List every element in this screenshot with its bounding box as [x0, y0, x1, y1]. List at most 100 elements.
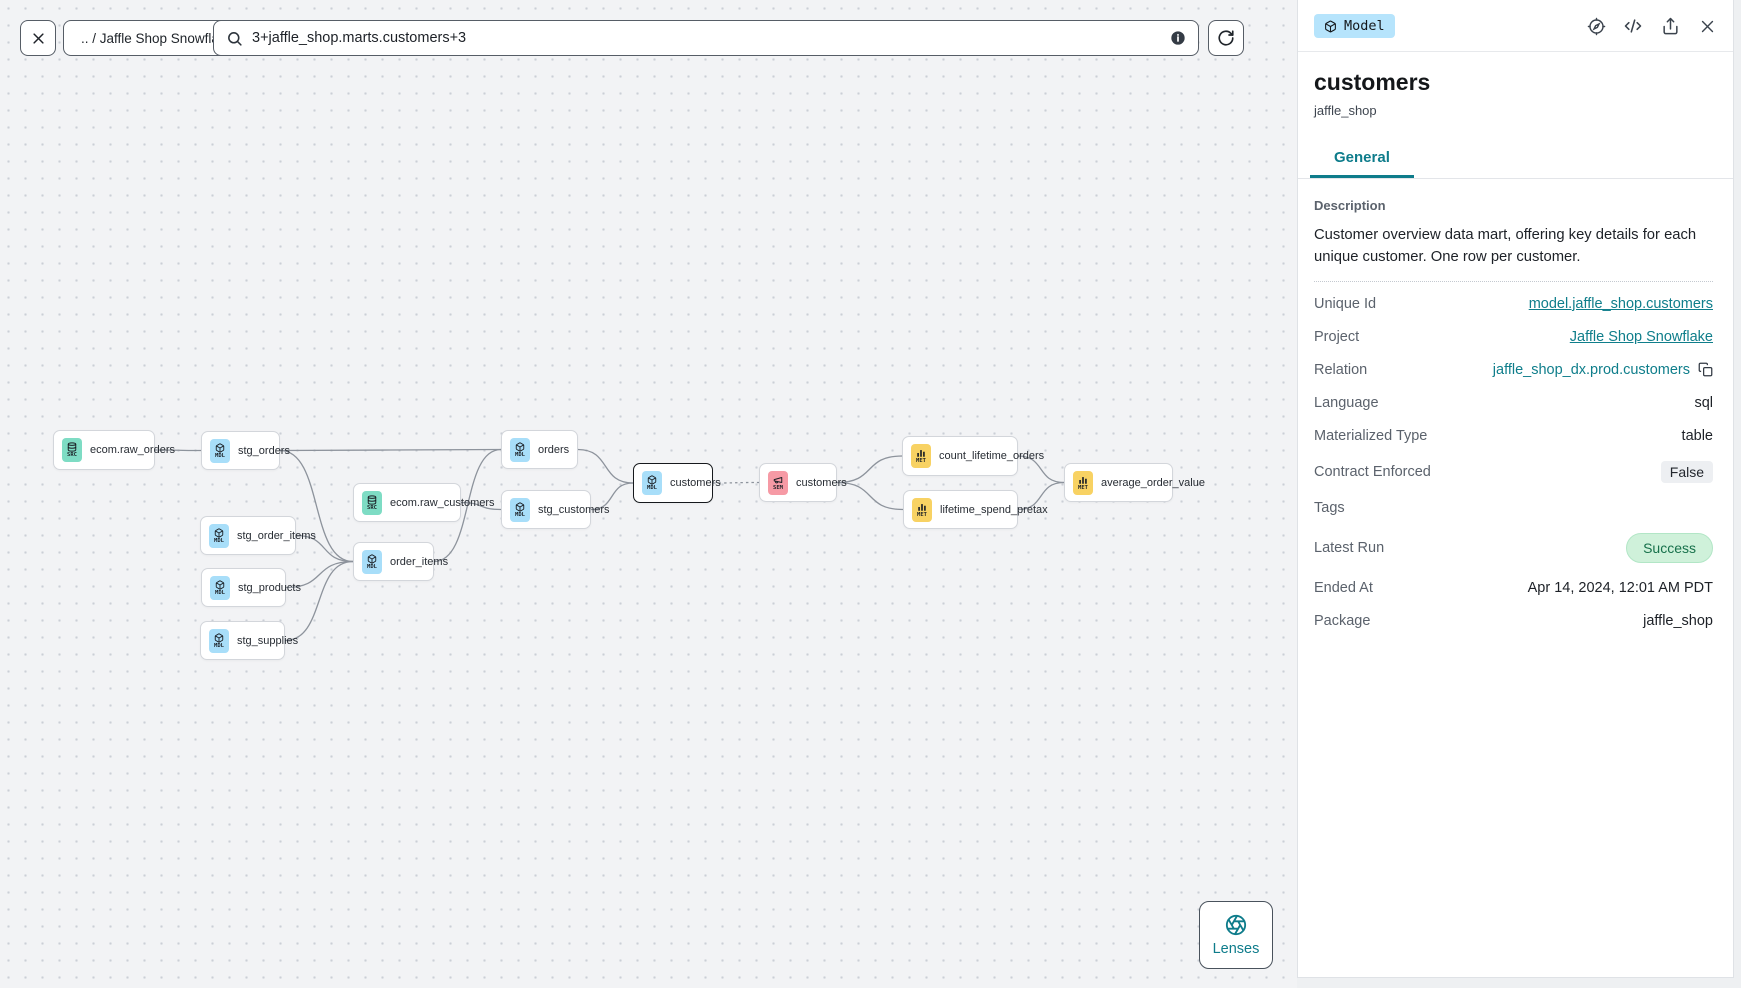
close-panel-button[interactable] [1697, 16, 1717, 36]
field-label-unique-id: Unique Id [1314, 295, 1377, 312]
field-row-project: Project Jaffle Shop Snowflake [1314, 320, 1713, 353]
close-icon [32, 32, 44, 44]
lenses-label: Lenses [1212, 940, 1260, 957]
edge-stg_orders-to-orders [279, 448, 502, 452]
edge-stg_supplies-to-order_items [284, 560, 354, 642]
field-row-tags: Tags [1314, 491, 1713, 524]
tab-general[interactable]: General [1310, 139, 1414, 178]
field-row-unique-id: Unique Id model.jaffle_shop.customers [1314, 287, 1713, 320]
panel-tabs: General [1298, 139, 1733, 179]
contract-badge: False [1660, 460, 1713, 483]
field-row-package: Package jaffle_shop [1314, 604, 1713, 637]
lineage-search [213, 20, 1199, 56]
field-value-project[interactable]: Jaffle Shop Snowflake [1569, 328, 1713, 345]
node-stg_products[interactable]: MDL stg_products [201, 568, 301, 607]
megaphone-icon: SEM [768, 470, 788, 495]
node-label: stg_supplies [237, 634, 299, 647]
node-type-label: MDL [214, 537, 224, 544]
node-stg_customers[interactable]: MDL stg_customers [501, 490, 610, 529]
edge-orders-to-customers [577, 448, 634, 484]
cube-icon [1325, 20, 1336, 32]
node-type-label: MDL [214, 642, 224, 649]
panel-body: Description Customer overview data mart,… [1298, 179, 1733, 637]
cube-icon: MDL [362, 549, 382, 574]
lenses-button[interactable]: Lenses [1199, 901, 1273, 969]
details-panel: Model [1297, 0, 1734, 978]
field-value-relation: jaffle_shop_dx.prod.customers [1493, 362, 1713, 378]
search-input[interactable] [252, 30, 1161, 46]
field-value-unique-id[interactable]: model.jaffle_shop.customers [1528, 295, 1713, 312]
field-label-tags: Tags [1314, 499, 1345, 516]
node-stg_order_items[interactable]: MDL stg_order_items [200, 516, 316, 555]
page-title: customers [1314, 69, 1431, 95]
node-label: count_lifetime_orders [939, 450, 1045, 462]
node-type-label: MET [917, 511, 927, 518]
description-text: Customer overview data mart, offering ke… [1314, 227, 1697, 266]
node-orders[interactable]: MDL orders [501, 430, 578, 469]
bar-chart-icon: MET [911, 444, 931, 468]
copy-icon[interactable] [1698, 362, 1713, 377]
node-type-label: SRC [367, 504, 377, 511]
database-icon: SRC [62, 438, 82, 462]
status-badge: Success [1626, 532, 1713, 563]
field-label-package: Package [1314, 612, 1371, 629]
node-label: order_items [390, 555, 449, 568]
node-type-label: MDL [215, 589, 225, 596]
bar-chart-icon: MET [912, 497, 932, 522]
node-lifetime_spend_pretax[interactable]: MET lifetime_spend_pretax [903, 490, 1048, 529]
node-label: stg_order_items [237, 529, 316, 542]
node-average_order_value[interactable]: MET average_order_value [1064, 463, 1205, 502]
explore-lineage-button[interactable] [1586, 16, 1606, 36]
field-label-relation: Relation [1314, 361, 1368, 378]
node-count_lifetime_orders[interactable]: MET count_lifetime_orders [902, 436, 1044, 476]
node-raw_orders[interactable]: SRC ecom.raw_orders [53, 430, 175, 470]
node-label: stg_products [238, 581, 301, 594]
compass-icon [1587, 17, 1605, 35]
info-icon[interactable] [1170, 30, 1186, 46]
close-lineage-button[interactable] [20, 20, 56, 56]
field-value-package: jaffle_shop [1643, 612, 1713, 629]
cube-icon: MDL [209, 628, 229, 653]
field-value-language: sql [1694, 394, 1713, 411]
node-type-label: MDL [515, 511, 525, 518]
cube-icon: MDL [210, 575, 230, 600]
node-label: lifetime_spend_pretax [940, 503, 1048, 516]
divider [1314, 281, 1713, 283]
node-customers[interactable]: MDL customers [633, 463, 721, 503]
node-type-label: MET [916, 458, 926, 464]
field-label-materialized-type: Materialized Type [1314, 427, 1428, 444]
field-label-project: Project [1314, 328, 1360, 345]
field-row-relation: Relation jaffle_shop_dx.prod.customers [1314, 353, 1713, 386]
node-stg_supplies[interactable]: MDL stg_supplies [200, 621, 298, 660]
share-button[interactable] [1660, 16, 1680, 36]
view-code-button[interactable] [1623, 16, 1643, 36]
close-icon [1701, 20, 1713, 32]
node-label: orders [538, 443, 570, 456]
node-label: stg_customers [538, 503, 610, 516]
node-label: customers [670, 477, 721, 489]
node-type-label: MDL [515, 451, 525, 458]
node-label: ecom.raw_orders [90, 444, 175, 456]
node-order_items[interactable]: MDL order_items [353, 542, 448, 581]
cube-icon: MDL [209, 523, 229, 548]
node-label: average_order_value [1101, 476, 1205, 489]
field-label-ended-at: Ended At [1314, 579, 1373, 596]
node-label: stg_orders [238, 444, 290, 457]
package-subtitle: jaffle_shop [1314, 103, 1377, 118]
cube-icon: MDL [510, 437, 530, 462]
description-label: Description [1314, 198, 1386, 213]
refresh-button[interactable] [1208, 20, 1244, 56]
node-type-label: MDL [647, 485, 657, 491]
resource-type-label: Model [1344, 18, 1385, 34]
cube-icon: MDL [510, 497, 530, 522]
bar-chart-icon: MET [1073, 470, 1093, 495]
field-value-contract-enforced: False [1660, 460, 1713, 483]
